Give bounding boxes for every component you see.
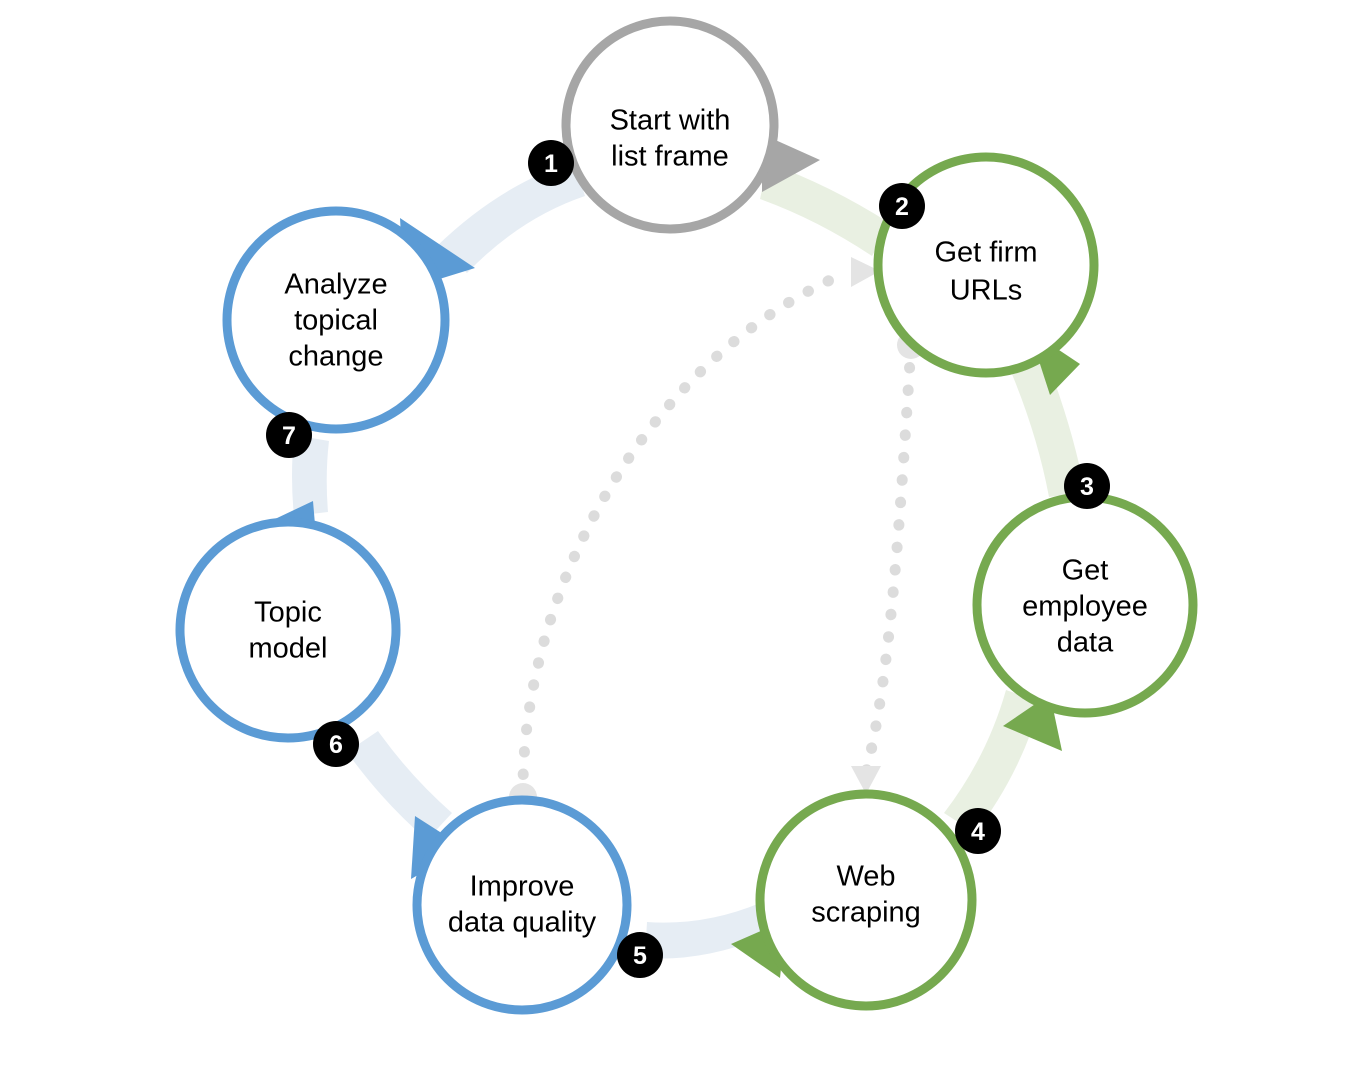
connector-ribbon: [437, 161, 585, 273]
node-label-line-2: employee: [1022, 591, 1148, 623]
node-label-line-3: data: [1057, 627, 1114, 659]
step-badge-7[interactable]: 7: [266, 412, 312, 458]
badge-circle[interactable]: [266, 412, 312, 458]
nodes-layer: Start with list frame Get firm URLs Get …: [175, 16, 1198, 1015]
node-label-line-1: Get firm: [934, 237, 1037, 269]
node-label-line-1: Web: [836, 861, 895, 893]
badge-number: 7: [282, 422, 296, 450]
connector-ribbon: [1009, 351, 1085, 497]
node-label-line-1: Get: [1062, 555, 1109, 587]
step-badge-1[interactable]: 1: [528, 140, 574, 186]
node-improve-data-quality[interactable]: Improve data quality: [412, 795, 632, 1015]
badge-number: 1: [544, 150, 558, 178]
arrowhead-icon: [762, 134, 820, 192]
badge-number: 3: [1080, 473, 1094, 501]
badge-circle[interactable]: [1064, 463, 1110, 509]
badge-circle[interactable]: [313, 721, 359, 767]
dotted-arrowhead-icon: [851, 257, 880, 287]
connector-start-to-firmurls: [760, 134, 891, 256]
node-start-with-list-frame[interactable]: Start with list frame: [561, 16, 779, 234]
node-label-line-2: URLs: [950, 275, 1023, 307]
connector-ribbon: [347, 731, 452, 840]
dotted-links-layer: [509, 257, 925, 811]
node-get-employee-data[interactable]: Get employee data: [972, 492, 1198, 718]
badge-number: 5: [633, 942, 647, 970]
node-label-line-2: data quality: [448, 907, 597, 939]
badge-number: 2: [895, 193, 909, 221]
node-get-firm-urls[interactable]: Get firm URLs: [873, 152, 1099, 378]
connector-ribbon: [292, 435, 329, 516]
step-badge-5[interactable]: 5: [617, 932, 663, 978]
step-badges-layer: 1 2 3 4 5 6: [266, 140, 1110, 978]
badge-number: 4: [971, 818, 985, 846]
badge-circle[interactable]: [528, 140, 574, 186]
node-ring[interactable]: [873, 152, 1099, 378]
dotted-arrowhead-icon: [851, 766, 881, 794]
connectors-layer: [256, 134, 1085, 978]
node-topic-model[interactable]: Topic model: [175, 517, 401, 743]
node-label-line-2: list frame: [611, 141, 729, 173]
node-ring[interactable]: [175, 517, 401, 743]
step-badge-2[interactable]: 2: [879, 183, 925, 229]
badge-circle[interactable]: [879, 183, 925, 229]
step-badge-6[interactable]: 6: [313, 721, 359, 767]
dotted-link-firmurls-to-webscraping: [851, 331, 925, 794]
connector-employee-to-webscraping: [944, 690, 1062, 833]
node-label-line-1: Improve: [470, 871, 575, 903]
node-label-line-1: Topic: [254, 597, 322, 629]
node-ring[interactable]: [755, 789, 977, 1011]
node-label-line-1: Start with: [610, 105, 731, 137]
badge-circle[interactable]: [955, 808, 1001, 854]
node-label-line-2: topical: [294, 305, 378, 337]
badge-number: 6: [329, 731, 343, 759]
dotted-path: [860, 339, 917, 778]
connector-ribbon: [760, 163, 891, 256]
node-label-line-1: Analyze: [284, 269, 387, 301]
node-label-line-2: scraping: [811, 897, 921, 929]
node-ring[interactable]: [412, 795, 632, 1015]
node-web-scraping[interactable]: Web scraping: [755, 789, 977, 1011]
node-label-line-3: change: [288, 341, 383, 373]
node-ring[interactable]: [222, 206, 450, 434]
node-label-line-2: model: [249, 633, 328, 665]
node-ring[interactable]: [561, 16, 779, 234]
dotted-link-improve-to-firmurls: [509, 257, 880, 811]
node-analyze-topical-change[interactable]: Analyze topical change: [222, 206, 450, 434]
step-badge-4[interactable]: 4: [955, 808, 1001, 854]
dotted-path: [517, 266, 854, 803]
step-badge-3[interactable]: 3: [1064, 463, 1110, 509]
badge-circle[interactable]: [617, 932, 663, 978]
